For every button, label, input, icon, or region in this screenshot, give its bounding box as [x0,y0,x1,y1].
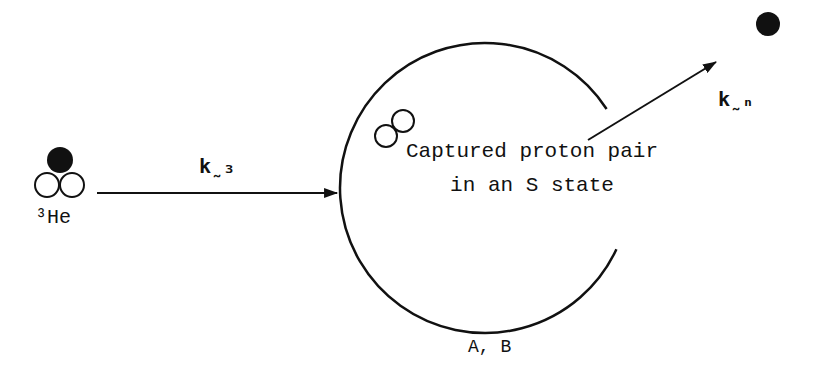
momentum-label: k̰ₙ [716,86,756,112]
state-label: Captured proton pair in an S state [392,135,672,203]
nucleus-label: ³He [35,206,71,230]
nucleus-label: A, B [468,337,511,359]
target-nucleus: Captured proton pair in an S state A, B [330,40,680,365]
momentum-label: k̰₃ [197,153,237,179]
transfer-arrow [97,192,337,194]
emission-arrow [588,62,716,140]
helium3-nucleus: ³He [25,140,97,240]
nucleus-outline [330,40,680,365]
emitted-neutron [756,12,780,36]
